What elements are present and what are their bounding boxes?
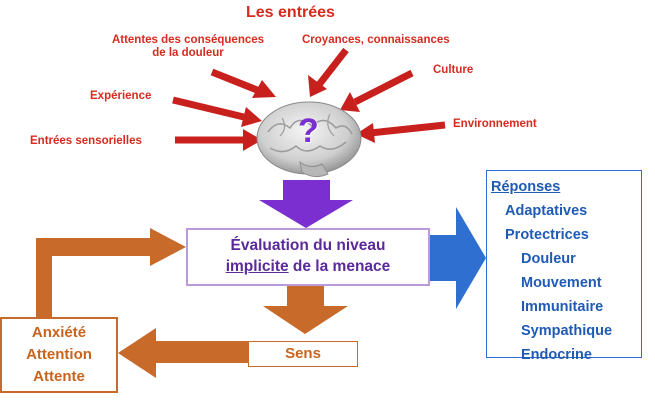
evaluation-line1: Évaluation du niveau [230, 237, 386, 254]
response-endocrine: Endocrine [521, 347, 592, 363]
response-sympathique: Sympathique [521, 323, 613, 339]
evaluation-implicite: implicite [225, 257, 289, 275]
arrow-culture [340, 69, 414, 112]
response-protectrices: Protectrices [505, 227, 589, 243]
label-sensorielles: Entrées sensorielles [30, 135, 142, 147]
evaluation-line2: implicite de la menace [188, 257, 428, 278]
label-experience: Expérience [90, 90, 152, 102]
label-attentes-line1: Attentes des conséquences [111, 34, 265, 46]
inputs-title: Les entrées [246, 4, 335, 21]
arrow-sens-to-feedback [118, 328, 248, 378]
responses-box: Réponses Adaptatives Protectrices Douleu… [486, 170, 642, 363]
label-attentes-line2: de la douleur [152, 47, 224, 60]
arrow-brain-to-evaluation [259, 180, 353, 228]
arrow-experience [172, 96, 262, 127]
label-croyances: Croyances, connaissances [302, 34, 450, 46]
arrow-evaluation-to-responses [430, 207, 486, 309]
feedback-box: Anxiété Attention Attente [0, 317, 118, 393]
sens-box: Sens [248, 341, 358, 367]
response-mouvement: Mouvement [521, 275, 602, 291]
response-adaptatives: Adaptatives [505, 203, 588, 219]
label-environnement: Environnement [453, 118, 537, 130]
evaluation-box: Évaluation du niveau implicite de la men… [186, 228, 430, 286]
arrow-attentes [210, 68, 276, 98]
sens-label: Sens [285, 345, 321, 362]
feedback-item-attention: Attention [26, 346, 92, 363]
arrow-sensorielles [175, 129, 262, 151]
label-attentes: Attentes des conséquences de la douleur [108, 34, 268, 60]
arrow-feedback-to-evaluation [36, 228, 186, 318]
arrow-evaluation-to-sens [263, 286, 348, 334]
response-douleur: Douleur [521, 251, 576, 267]
feedback-item-attente: Attente [33, 368, 85, 385]
arrow-croyances [308, 47, 349, 97]
response-immunitaire: Immunitaire [521, 299, 604, 315]
arrow-environnement [356, 121, 446, 143]
evaluation-line2-rest: de la menace [288, 257, 391, 275]
label-culture: Culture [433, 64, 474, 76]
brain-icon [256, 101, 362, 178]
responses-title: Réponses [491, 179, 561, 195]
feedback-item-anxiete: Anxiété [31, 324, 87, 341]
brain-question-mark: ? [298, 112, 319, 150]
